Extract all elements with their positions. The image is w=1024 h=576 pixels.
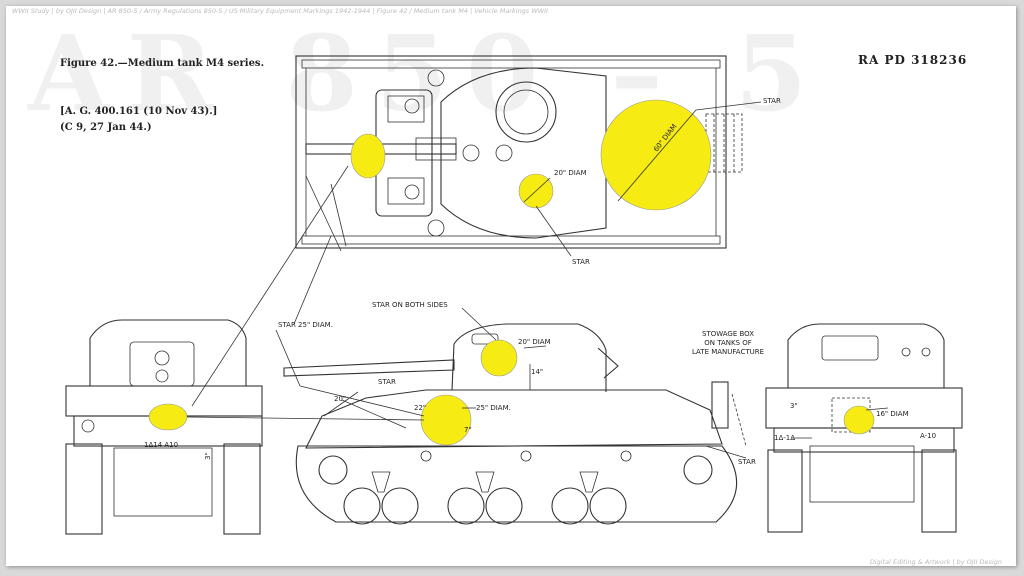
callout-rear-code-left: 1Δ-1Δ	[774, 434, 796, 442]
callout-side-star-small: STAR	[378, 378, 396, 386]
rear-star-marker	[843, 405, 875, 435]
callout-rear-code-right: A-10	[920, 432, 937, 440]
tank-drawing	[65, 55, 963, 535]
top-view	[295, 55, 762, 257]
top-star-60-marker	[600, 99, 712, 211]
stowage-line-1: STOWAGE BOX	[702, 330, 755, 338]
callout-side-star-bottom: STAR	[738, 458, 756, 466]
callout-side-dim-14: 14"	[531, 368, 544, 376]
callout-top-star-lower: STAR	[572, 258, 590, 266]
side-turret-star-marker	[480, 339, 518, 377]
front-star-marker	[148, 403, 188, 431]
side-star-25-marker	[420, 394, 472, 446]
stowage-line-2: ON TANKS OF	[704, 339, 752, 347]
reference-line-1: [A. G. 400.161 (10 Nov 43).]	[60, 106, 218, 117]
side-view	[283, 307, 747, 525]
callout-top-diam-20: 20" DIAM	[554, 169, 587, 177]
callout-rear-diam-16: 16" DIAM	[876, 410, 909, 418]
callout-side-dim-22: 22"	[414, 404, 427, 412]
plate-number: RA PD 318236	[858, 53, 968, 67]
callout-side-diam-25: 25" DIAM.	[476, 404, 511, 412]
reference-line-2: (C 9, 27 Jan 44.)	[60, 122, 152, 133]
callout-rear-dim-3: 3"	[790, 402, 798, 410]
callout-side-dim-7: 7"	[464, 426, 472, 434]
callout-front-code: 1Δ14 A10	[144, 441, 179, 449]
callout-front-dim-3: 3"	[203, 452, 212, 460]
callout-star-25-diam: STAR 25" DIAM.	[278, 321, 333, 329]
watermark-footer: Digital Editing & Artwork | by OJII Desi…	[869, 558, 1002, 566]
callout-top-star: STAR	[763, 97, 781, 105]
stowage-line-3: LATE MANUFACTURE	[692, 348, 765, 356]
callout-stowage-box: STOWAGE BOX ON TANKS OF LATE MANUFACTURE	[692, 330, 764, 357]
front-view	[65, 319, 263, 535]
top-star-gun-marker	[350, 133, 386, 179]
callout-side-dim-20: 20"	[334, 395, 347, 403]
rear-view	[765, 323, 963, 533]
watermark-header: WWII Study | by OJII Design | AR 850-5 /…	[12, 7, 548, 15]
figure-title: Figure 42.—Medium tank M4 series.	[60, 58, 265, 69]
callout-side-diam-20: 20" DIAM	[518, 338, 551, 346]
callout-star-both-sides: STAR ON BOTH SIDES	[372, 301, 448, 309]
document-sheet: WWII Study | by OJII Design | AR 850-5 /…	[6, 6, 1016, 566]
